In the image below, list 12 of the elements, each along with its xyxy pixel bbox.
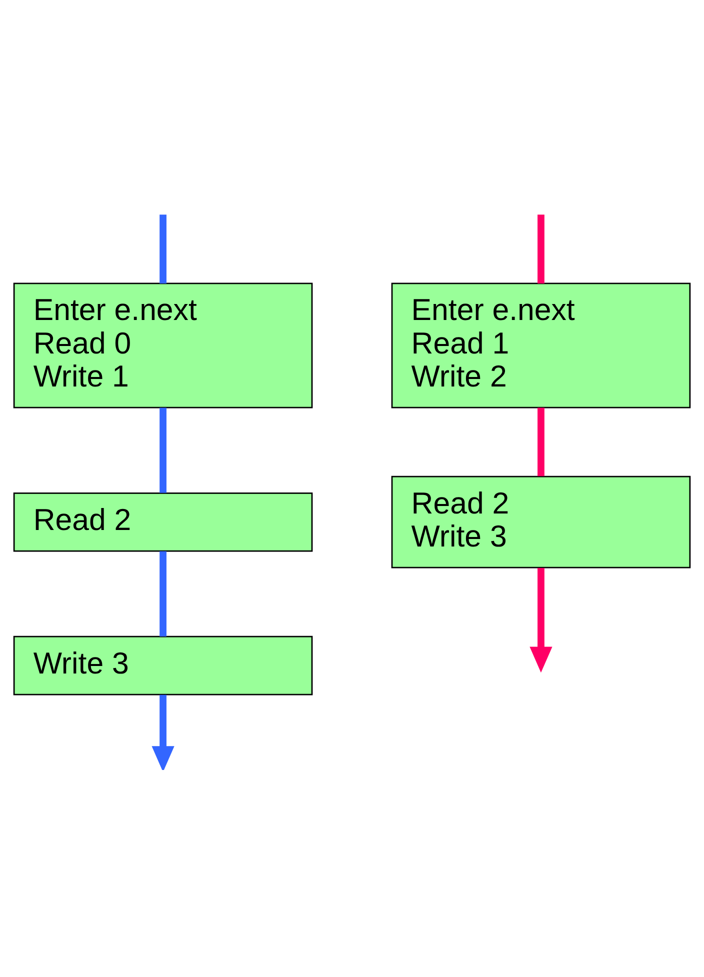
connector [538,407,544,476]
connector [160,214,166,283]
connector [160,550,166,636]
node-box: Write 3 [13,635,313,695]
node-box: Read 2 [13,492,313,552]
node-box: Enter e.next Read 0 Write 1 [13,282,313,408]
arrow [530,568,552,672]
connector [538,214,544,283]
arrow [152,694,174,770]
connector [160,407,166,492]
node-box: Enter e.next Read 1 Write 2 [391,282,691,408]
node-box: Read 2 Write 3 [391,475,691,568]
